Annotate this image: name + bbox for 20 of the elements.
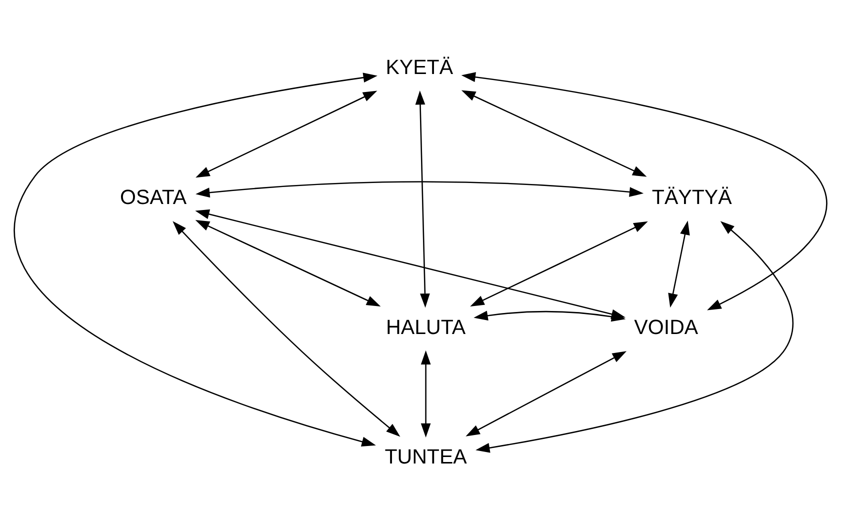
- node-text: VOIDA: [634, 316, 698, 339]
- arrow: [420, 350, 431, 438]
- arrow: [461, 90, 647, 177]
- arrow: [476, 221, 794, 453]
- node-text: OSATA: [120, 186, 187, 209]
- node-text: TUNTEA: [384, 446, 467, 469]
- arrow: [14, 72, 378, 446]
- node-text: TÄYTYÄ: [652, 186, 732, 209]
- arrow: [172, 221, 400, 437]
- node-text: KYETÄ: [386, 56, 454, 80]
- arrow: [196, 90, 378, 178]
- arrow: [195, 220, 381, 307]
- node-text: HALUTA: [386, 316, 466, 339]
- arrow: [466, 351, 627, 436]
- arrow: [196, 181, 644, 198]
- arrow: [415, 90, 430, 308]
- arrow: [461, 72, 828, 310]
- arrow: [668, 220, 690, 308]
- arrow: [470, 221, 648, 306]
- arrow: [474, 310, 626, 322]
